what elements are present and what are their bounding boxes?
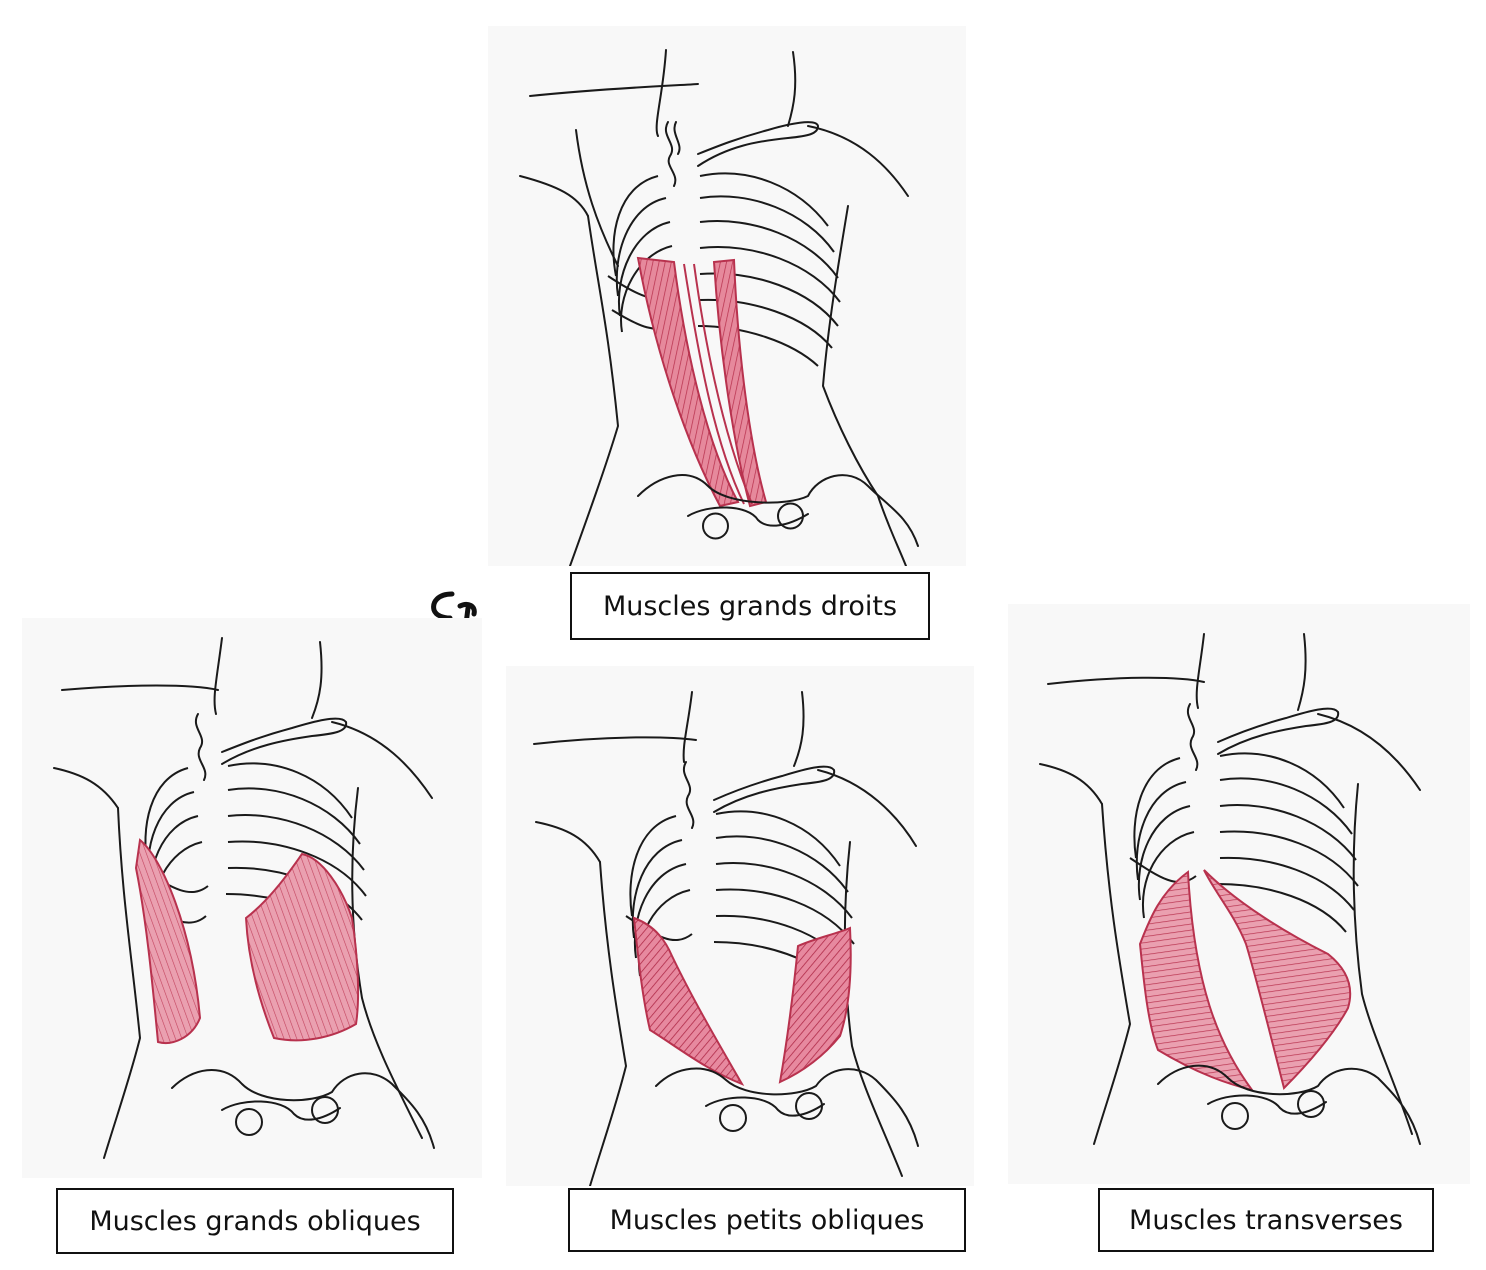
transverse-muscles [1140, 870, 1350, 1090]
label-grands-obliques: Muscles grands obliques [56, 1188, 454, 1254]
panel-grands-obliques [22, 618, 482, 1178]
torso-diagram-external-oblique [22, 618, 482, 1178]
rectus-muscles [638, 258, 766, 506]
torso-diagram-internal-oblique [506, 666, 974, 1186]
torso-diagram-rectus [488, 26, 966, 566]
panel-transverses [1008, 604, 1470, 1184]
label-grands-droits: Muscles grands droits [570, 572, 930, 640]
label-petits-obliques: Muscles petits obliques [568, 1188, 966, 1252]
panel-grands-droits [488, 26, 966, 566]
torso-diagram-transverse [1008, 604, 1470, 1184]
external-oblique-muscles [136, 840, 358, 1043]
label-transverses: Muscles transverses [1098, 1188, 1434, 1252]
panel-petits-obliques [506, 666, 974, 1186]
